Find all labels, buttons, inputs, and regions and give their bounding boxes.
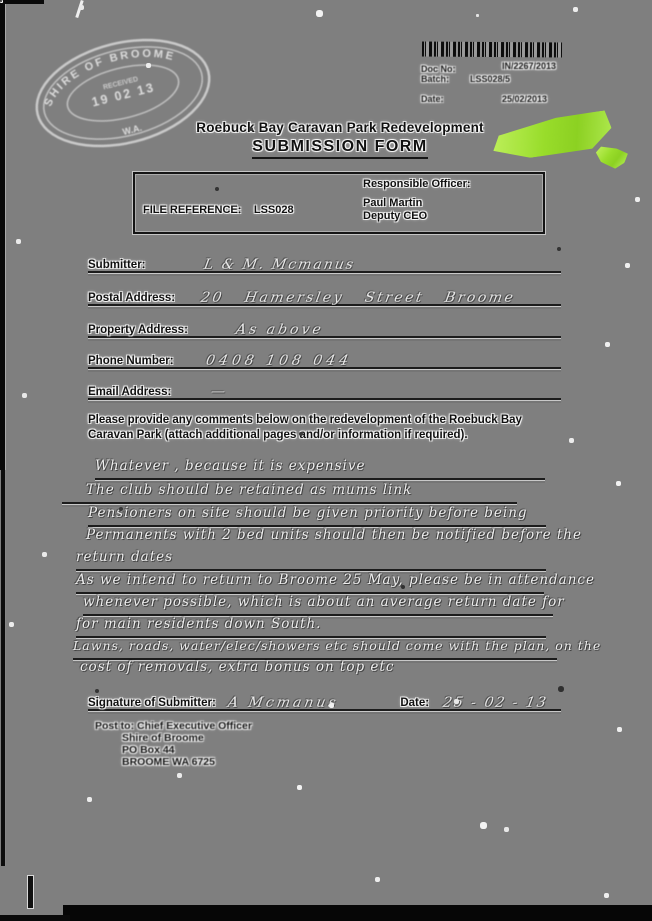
- comment-line: As we intend to return to Broome 25 May,…: [76, 572, 595, 594]
- doc-no-value: IN/2267/2013: [502, 61, 557, 71]
- comment-text: The club should be retained as mums link: [86, 482, 413, 498]
- comment-line: return dates: [76, 549, 546, 571]
- date-label: Date:: [421, 94, 444, 104]
- post-to-block: Post to: Chief Executive Officer Shire o…: [95, 720, 252, 768]
- comment-line: cost of removals, extra bonus on top etc: [80, 659, 480, 679]
- field-postal-address: Postal Address: 20 Hamersley Street Broo…: [88, 285, 561, 306]
- page-subtitle: SUBMISSION FORM: [252, 138, 428, 159]
- comment-line: Lawns, roads, water/elec/showers etc sho…: [73, 638, 601, 660]
- scan-bottom-bar-left: [0, 915, 70, 921]
- barcode: [421, 41, 563, 58]
- responsible-officer-title: Deputy CEO: [363, 210, 428, 222]
- phone-number-value: 0408 108 044: [204, 353, 354, 369]
- comment-line: for main residents down South.: [76, 616, 546, 638]
- comment-text: for main residents down South.: [76, 616, 322, 632]
- post-to-line: PO Box 44: [122, 744, 175, 756]
- scan-bottom-bar: [63, 905, 652, 921]
- scan-noise-black: [0, 0, 2, 2]
- field-submitter: Submitter: L & M. Mcmanus: [88, 252, 561, 273]
- file-reference-label: FILE REFERENCE:: [143, 204, 242, 216]
- file-reference-box: FILE REFERENCE: LSS028 Responsible Offic…: [133, 172, 545, 234]
- scan-top-edge: [0, 0, 44, 4]
- postal-address-value: 20 Hamersley Street Broome: [199, 290, 517, 306]
- post-to-line: Post to: Chief Executive Officer: [95, 720, 252, 732]
- comment-line: Pensioners on site should be given prior…: [88, 505, 546, 527]
- signature-row: Signature of Submitter: A Mcmanus Date: …: [88, 690, 561, 711]
- field-phone-number: Phone Number: 0408 108 044: [88, 348, 561, 369]
- date-field-value: 25 - 02 - 13: [441, 695, 550, 711]
- scan-fold-mark: [28, 876, 33, 908]
- comments-instruction: Please provide any comments below on the…: [88, 414, 522, 441]
- postal-address-label: Postal Address:: [88, 292, 176, 304]
- date-field-label: Date:: [400, 697, 430, 709]
- field-email-address: Email Address: —: [88, 379, 561, 400]
- email-address-value: —: [209, 384, 228, 400]
- property-address-label: Property Address:: [88, 324, 188, 336]
- batch-label: Batch:: [421, 74, 450, 84]
- comment-line: Whatever , because it is expensive: [95, 458, 545, 480]
- field-property-address: Property Address: As above: [88, 317, 561, 338]
- file-reference-value: LSS028: [253, 204, 294, 216]
- post-to-line: BROOME WA 6725: [122, 756, 215, 768]
- comment-line: The club should be retained as mums link: [62, 482, 517, 504]
- page-title: Roebuck Bay Caravan Park Redevelopment: [196, 120, 484, 135]
- form-header: Roebuck Bay Caravan Park Redevelopment S…: [120, 120, 560, 159]
- scan-white-streak: [75, 0, 84, 19]
- submitter-value: L & M. Mcmanus: [202, 257, 356, 273]
- phone-number-label: Phone Number:: [88, 355, 174, 367]
- email-address-label: Email Address:: [88, 386, 172, 398]
- property-address-value: As above: [234, 322, 326, 338]
- comment-text: Whatever , because it is expensive: [95, 458, 366, 474]
- comment-text: whenever possible, which is about an ave…: [83, 594, 565, 610]
- highlighter-mark-tail: [593, 140, 629, 172]
- submitter-label: Submitter:: [88, 259, 146, 271]
- comment-text: return dates: [76, 549, 174, 565]
- stamp-region-text: W.A.: [122, 123, 143, 137]
- batch-value: LSS028/5: [470, 74, 511, 84]
- responsible-officer-name: Paul Martin: [363, 197, 423, 209]
- date-value: 25/02/2013: [502, 94, 548, 104]
- responsible-officer-label: Responsible Officer:: [363, 178, 471, 190]
- signature-label: Signature of Submitter:: [88, 697, 216, 709]
- scan-left-border: [0, 0, 6, 470]
- comment-text: As we intend to return to Broome 25 May,…: [76, 572, 595, 588]
- comment-text: Permanents with 2 bed units should then …: [86, 527, 582, 543]
- comment-line: whenever possible, which is about an ave…: [83, 594, 565, 616]
- comment-text: Lawns, roads, water/elec/showers etc sho…: [73, 638, 602, 653]
- doc-no-label: Doc No:: [421, 64, 456, 74]
- comment-text: cost of removals, extra bonus on top etc: [80, 659, 395, 675]
- comment-text: Pensioners on site should be given prior…: [88, 505, 528, 521]
- comment-line: Permanents with 2 bed units should then …: [86, 527, 582, 547]
- scan-left-border-lower: [1, 470, 6, 866]
- signature-value: A Mcmanus: [226, 695, 340, 711]
- post-to-line: Shire of Broome: [122, 732, 204, 744]
